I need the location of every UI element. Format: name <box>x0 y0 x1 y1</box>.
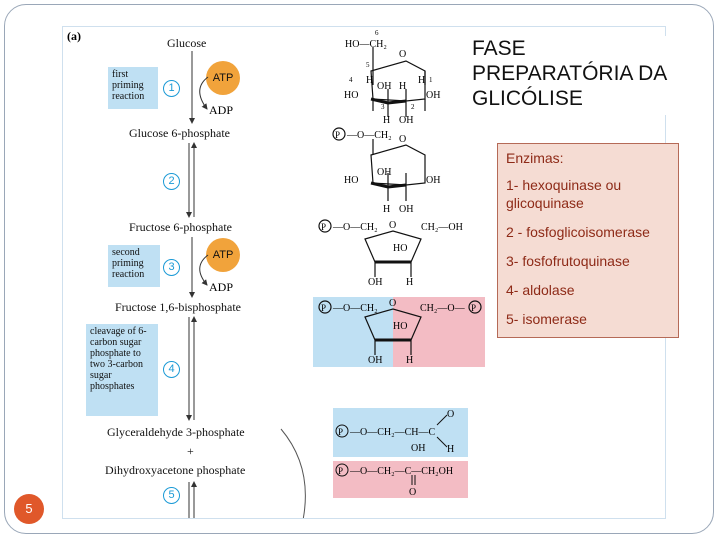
glucose-oh-c1: OH <box>426 90 440 101</box>
fbp-ch2-o-right: CH₂—O— <box>420 303 466 314</box>
atp-molecule-step-1: ATP <box>206 61 240 95</box>
g6p-oh-c2: OH <box>399 204 413 215</box>
g3p-h: H <box>447 444 454 455</box>
enzyme-list-box: Enzimas: 1- hexoquinase ou glicoquinase … <box>497 143 679 338</box>
adp-label-step-1: ADP <box>209 103 234 117</box>
f6p-ring-o: O <box>389 220 396 231</box>
fbp-ho: HO <box>393 321 407 332</box>
atp-molecule-step-3: ATP <box>206 238 240 272</box>
glucose-ring-o: O <box>399 49 406 60</box>
f6p-o-ch2: —O—CH₂ <box>332 222 378 233</box>
fbp-ring-o: O <box>389 298 396 309</box>
step-3-note: second priming reaction <box>108 245 160 287</box>
f6p-ho: HO <box>393 243 407 254</box>
glucose-ho-ch2: HO—CH₂ <box>345 39 387 50</box>
enzyme-item-1: 1- hexoquinase ou glicoquinase <box>506 177 622 211</box>
fructose-bp-blue-highlight <box>313 297 393 367</box>
dhap-o: O <box>409 487 416 498</box>
reaction-diagram-svg: HO—CH₂ O H H HO OH OH H H OH 6 5 4 3 2 1… <box>186 29 485 518</box>
glyceraldehyde-3-phosphate-label: Glyceraldehyde 3-phosphate <box>107 425 245 439</box>
glucose-oh-c2: OH <box>399 115 413 126</box>
fructose-6-phosphate-label: Fructose 6-phosphate <box>129 220 232 234</box>
fbp-oh-bottom: OH <box>368 355 382 366</box>
glucose-c3-number: 3 <box>381 103 385 111</box>
page-number-badge: 5 <box>14 494 44 524</box>
step-4-number: 4 <box>163 361 180 378</box>
g6p-oh-c3: OH <box>377 167 391 178</box>
glucose-structure <box>370 47 426 117</box>
glucose-h-c1: H <box>418 75 425 86</box>
enzyme-item-5: 5- isomerase <box>506 311 587 327</box>
g6p-o-ch2: —O—CH₂ <box>346 130 392 141</box>
g3p-chain: —O—CH₂—CH—C <box>349 427 435 438</box>
glucose-c5-number: 5 <box>366 61 370 69</box>
glucose-c2-number: 2 <box>411 103 415 111</box>
dhap-structure <box>335 463 416 485</box>
glucose-oh-c3: OH <box>377 81 391 92</box>
step-1-number: 1 <box>163 80 180 97</box>
glucose-ho-c4: HO <box>344 90 358 101</box>
glucose-h-c2: H <box>399 81 406 92</box>
dhap-chain: —O—CH₂—C—CH₂OH <box>349 466 453 477</box>
fbp-h-bottom: H <box>406 355 413 366</box>
step-1-atp-arrow <box>199 76 209 110</box>
glucose-6-phosphate-label: Glucose 6-phosphate <box>129 126 230 140</box>
step-2-number: 2 <box>163 173 180 190</box>
panel-letter: (a) <box>67 29 81 43</box>
g6p-ring-o: O <box>399 134 406 145</box>
dihydroxyacetone-phosphate-label: Dihydroxyacetone phosphate <box>105 463 246 477</box>
g6p-ho: HO <box>344 175 358 186</box>
g3p-phosphate-p: P <box>338 427 343 437</box>
glucose-label: Glucose <box>167 36 207 50</box>
enzyme-list-header: Enzimas: <box>506 150 564 166</box>
dhap-phosphate-p: P <box>338 466 343 476</box>
glucose-c6-number: 6 <box>375 29 379 37</box>
step-1-note: first priming reaction <box>108 67 158 109</box>
glucose-6-phosphate-structure <box>332 127 426 201</box>
f6p-phosphate-p: P <box>321 222 326 232</box>
glyceraldehyde-3-phosphate-structure <box>335 414 448 448</box>
slide-title: FASE PREPARATÓRIA DA GLICÓLISE <box>472 36 672 115</box>
step-3-number: 3 <box>163 259 180 276</box>
glucose-h-c5: H <box>366 75 373 86</box>
step-3-atp-arrow <box>199 254 209 286</box>
g6p-h-bottom: H <box>383 204 390 215</box>
enzyme-item-3: 3- fosfofrutoquinase <box>506 253 630 269</box>
fructose-1-6-bisphosphate-label: Fructose 1,6-bisphosphate <box>115 300 241 314</box>
isomerase-connector <box>280 428 306 518</box>
g3p-oh: OH <box>411 443 425 454</box>
step-5-number: 5 <box>163 487 180 504</box>
g3p-o: O <box>447 409 454 420</box>
g6p-oh-c1: OH <box>426 175 440 186</box>
glucose-c4-number: 4 <box>349 76 353 84</box>
fructose-1-6-bisphosphate-structure <box>318 300 482 355</box>
dhap-highlight <box>333 461 468 498</box>
enzyme-item-2: 2 - fosfoglicoisomerase <box>506 224 650 240</box>
fbp-phosphate-p-left: P <box>321 303 326 313</box>
step-4-note: cleavage of 6-carbon sugar phosphate to … <box>86 324 158 416</box>
glucose-c1-number: 1 <box>429 76 433 84</box>
f6p-oh-bottom: OH <box>368 277 382 288</box>
enzyme-item-4: 4- aldolase <box>506 282 575 298</box>
plus-sign: + <box>187 444 194 458</box>
glucose-h-bottom: H <box>383 115 390 126</box>
g6p-phosphate-p: P <box>335 130 340 140</box>
adp-label-step-3: ADP <box>209 280 234 294</box>
f6p-ch2oh: CH₂—OH <box>421 222 463 233</box>
fructose-6-phosphate-structure <box>318 219 422 277</box>
fbp-phosphate-p-right: P <box>471 303 476 313</box>
f6p-h-bottom: H <box>406 277 413 288</box>
fbp-o-ch2-left: —O—CH₂ <box>332 303 378 314</box>
